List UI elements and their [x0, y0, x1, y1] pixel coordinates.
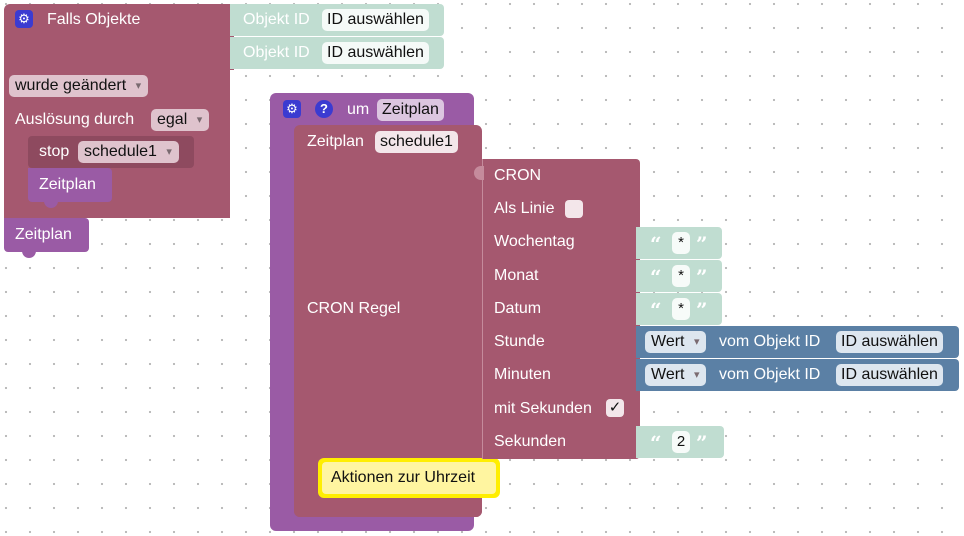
gear-icon[interactable]: ⚙ [283, 100, 301, 118]
sekunden-value[interactable]: 2 [672, 431, 690, 453]
um-zeitplan-variable[interactable]: Zeitplan [377, 99, 444, 121]
inner-zeitplan-tab [44, 201, 58, 208]
zeitplan-label: Zeitplan [307, 133, 364, 150]
outer-zeitplan-block[interactable] [4, 218, 89, 252]
datum-value[interactable]: * [672, 298, 690, 320]
wochentag-label: Wochentag [494, 233, 575, 250]
ausloesung-dropdown[interactable]: egal [151, 109, 210, 131]
datum-label: Datum [494, 300, 542, 317]
stunde-id-select[interactable]: ID auswählen [836, 331, 943, 353]
zeitplan-schedule-block[interactable] [294, 125, 482, 517]
cron-title: CRON [494, 167, 542, 184]
cron-regel-label: CRON Regel [307, 300, 401, 317]
falls-objekte-title: Falls Objekte [47, 11, 141, 28]
objekt-id-label-1: Objekt ID [243, 11, 310, 28]
stunde-vom-objekt-label: vom Objekt ID [719, 333, 821, 350]
trigger-dropdown[interactable]: wurde geändert [9, 75, 149, 97]
mit-sekunden-checkbox[interactable]: ✓ [606, 399, 624, 417]
stop-dropdown[interactable]: schedule1 [78, 141, 179, 163]
als-linie-label: Als Linie [494, 200, 555, 217]
minuten-wert-dropdown[interactable]: Wert [645, 364, 707, 386]
gear-icon[interactable]: ⚙ [15, 10, 33, 28]
monat-label: Monat [494, 267, 539, 284]
inner-zeitplan-label: Zeitplan [39, 176, 96, 193]
wochentag-value[interactable]: * [672, 232, 690, 254]
close-quote: ” [696, 298, 708, 322]
objekt-id-select-1[interactable]: ID auswählen [322, 9, 429, 31]
minuten-label: Minuten [494, 366, 551, 383]
sekunden-label: Sekunden [494, 433, 567, 450]
open-quote: “ [650, 431, 662, 455]
objekt-id-label-2: Objekt ID [243, 44, 310, 61]
falls-objekte-bottom-arm [4, 204, 230, 218]
outer-zeitplan-tab [22, 251, 36, 258]
close-quote: ” [696, 431, 708, 455]
stunde-wert-dropdown[interactable]: Wert [645, 331, 707, 353]
open-quote: “ [650, 265, 662, 289]
close-quote: ” [696, 265, 708, 289]
open-quote: “ [650, 298, 662, 322]
inner-zeitplan-block[interactable] [28, 168, 112, 202]
minuten-id-select[interactable]: ID auswählen [836, 364, 943, 386]
zeitplan-name-field[interactable]: schedule1 [375, 131, 458, 153]
als-linie-checkbox[interactable] [565, 200, 583, 218]
ausloesung-label: Auslösung durch [15, 111, 135, 128]
cron-output-notch [474, 166, 484, 180]
outer-zeitplan-label: Zeitplan [15, 226, 72, 243]
mit-sekunden-label: mit Sekunden [494, 400, 592, 417]
stunde-label: Stunde [494, 333, 545, 350]
monat-value[interactable]: * [672, 265, 690, 287]
minuten-vom-objekt-label: vom Objekt ID [719, 366, 821, 383]
objekt-id-select-2[interactable]: ID auswählen [322, 42, 429, 64]
zeitplan-bottom-arm [294, 500, 482, 517]
open-quote: “ [650, 232, 662, 256]
actions-label: Aktionen zur Uhrzeit [331, 469, 476, 486]
actions-slot [322, 462, 496, 494]
close-quote: ” [696, 232, 708, 256]
um-label: um [347, 101, 370, 118]
stop-label: stop [39, 143, 70, 160]
help-icon[interactable]: ? [315, 100, 333, 118]
